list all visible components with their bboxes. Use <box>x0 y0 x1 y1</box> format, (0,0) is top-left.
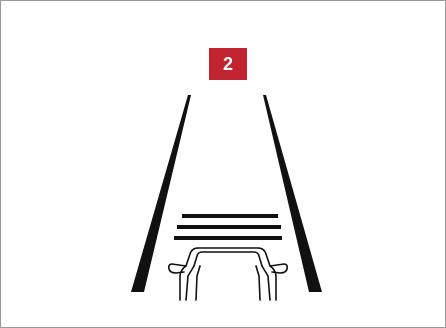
stripe-3 <box>174 236 282 240</box>
stripe-1 <box>182 214 278 218</box>
car-rear-window <box>194 252 262 266</box>
left-lane-line <box>131 95 191 292</box>
right-lane-line <box>263 95 322 292</box>
car-body <box>180 248 276 300</box>
car-pillar-left <box>196 266 200 300</box>
stripe-2 <box>177 225 281 229</box>
car-body-line-right <box>262 266 270 300</box>
car-rear-view <box>169 248 287 300</box>
car-pillar-right <box>256 266 260 300</box>
car-body-line-left <box>186 266 194 300</box>
stripe-group <box>174 214 282 240</box>
step-number-badge: 2 <box>209 48 247 80</box>
